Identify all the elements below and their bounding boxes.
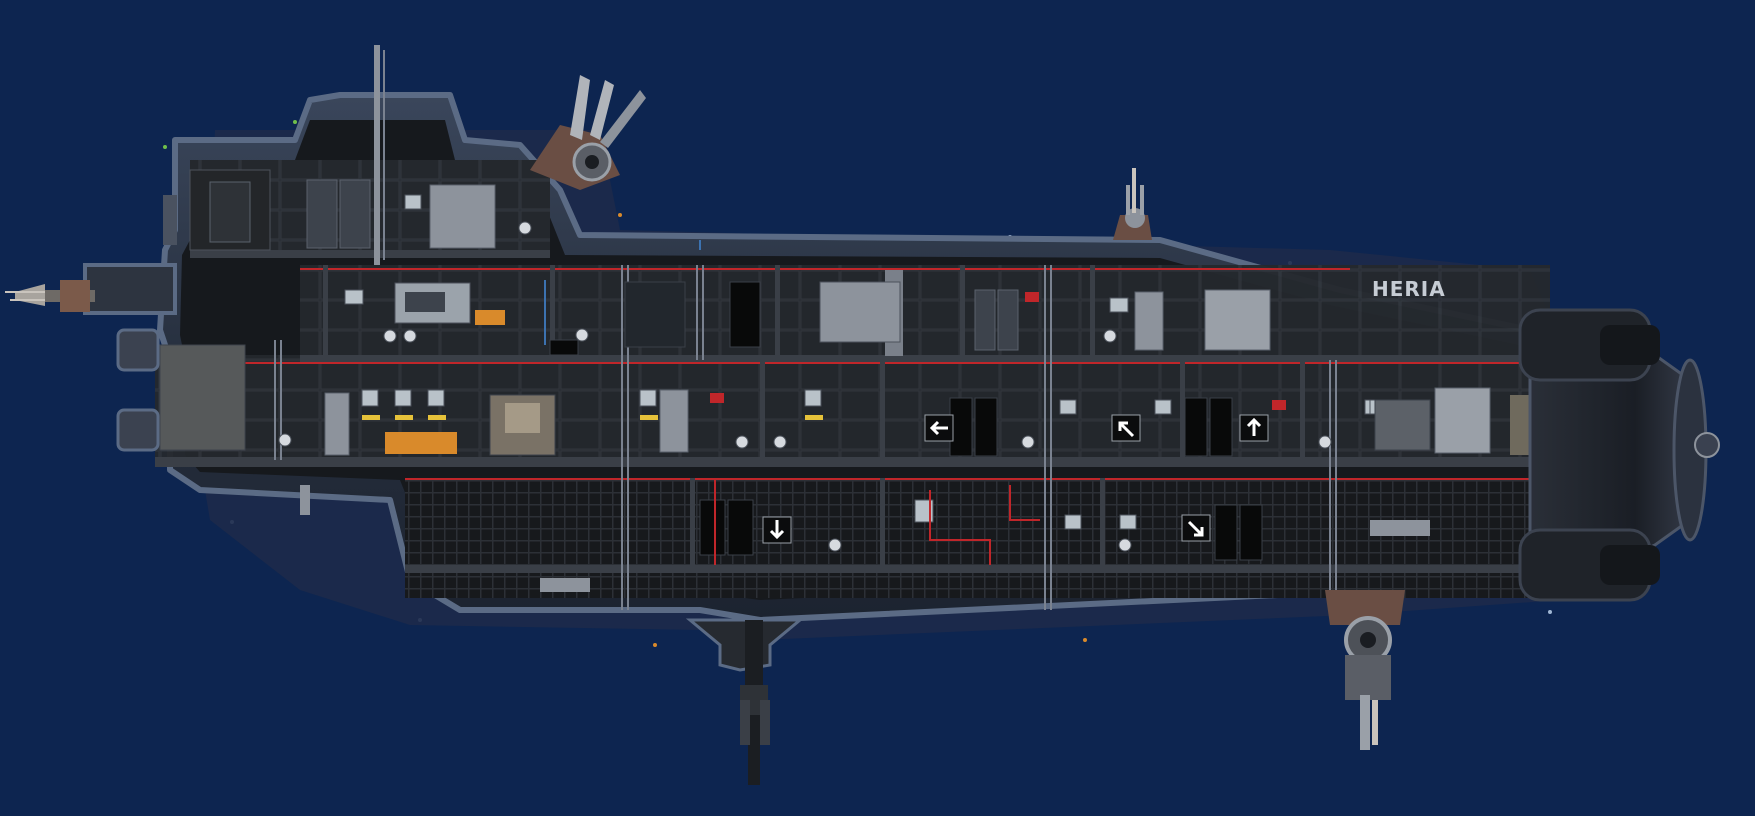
top-mid-turret (1113, 168, 1152, 240)
bow-structure (83, 169, 310, 515)
down-arrow-icon (762, 516, 792, 544)
up-arrow-icon (1239, 414, 1269, 442)
storage-cells (549, 281, 1263, 561)
room-dividers (323, 265, 1305, 568)
direction-signs (762, 414, 1269, 544)
stern-engine (1518, 308, 1720, 602)
nose-coilgun (5, 280, 95, 312)
top-front-turret (530, 75, 646, 190)
ship-name-label: HERIA (1372, 277, 1446, 301)
bottom-hatch-mount (685, 618, 805, 785)
up-left-arrow-icon (1111, 414, 1141, 442)
left-arrow-icon (924, 414, 954, 442)
warning-signs (710, 292, 1286, 410)
bottom-rear-turret (1325, 590, 1405, 750)
down-right-arrow-icon (1181, 514, 1211, 542)
vent-fans (278, 221, 1332, 552)
antenna-mast (374, 45, 380, 265)
